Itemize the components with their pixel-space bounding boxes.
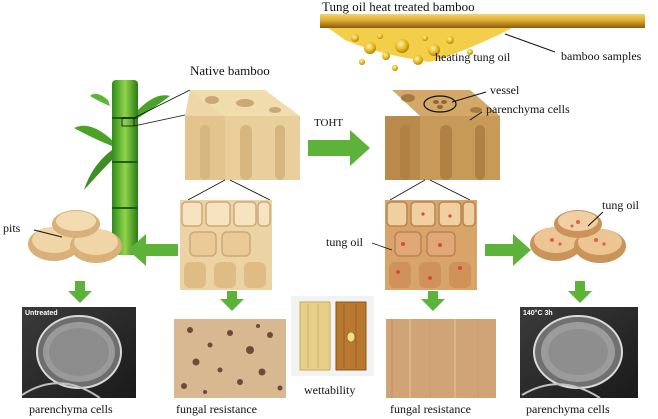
native-bamboo-block (185, 90, 300, 180)
label-bamboo-samples: bamboo samples (561, 49, 642, 63)
pit-cells-oil (530, 210, 626, 263)
fungal-image-treated (386, 319, 496, 398)
green-arrow-icon (128, 234, 178, 266)
green-arrow-icon (220, 291, 244, 311)
treated-cell-block (385, 200, 477, 290)
caption-parenchyma-right: parenchyma cells (526, 402, 610, 416)
green-arrow-icon (485, 234, 531, 266)
label-vessel: vessel (490, 83, 520, 97)
diagram-title: Tung oil heat treated bamboo (322, 0, 475, 14)
caption-wettability: wettability (304, 383, 356, 397)
sem-tag-treated: 140°C 3h (523, 310, 553, 317)
fungal-image-native (174, 319, 286, 398)
label-toht: TOHT (314, 117, 344, 129)
caption-fungal-left: fungal resistance (176, 402, 257, 416)
caption-fungal-right: fungal resistance (390, 402, 471, 416)
green-arrow-icon (421, 291, 445, 311)
sem-image-treated (520, 307, 638, 399)
green-arrow-icon (68, 281, 92, 303)
native-cell-block (180, 200, 272, 290)
label-heating-tung-oil: heating tung oil (435, 50, 511, 64)
sem-image-untreated (21, 307, 136, 399)
label-pits: pits (3, 221, 21, 235)
wettability-image (291, 296, 374, 376)
label-tung-oil-right: tung oil (602, 198, 640, 212)
green-arrow-icon (308, 130, 370, 166)
sem-tag-untreated: Untreated (25, 310, 58, 317)
bamboo-sample-plank (320, 14, 645, 28)
caption-parenchyma-left: parenchyma cells (29, 402, 113, 416)
label-native-bamboo: Native bamboo (190, 63, 270, 78)
label-tung-oil-center: tung oil (326, 235, 364, 249)
pit-cells-native (28, 210, 122, 263)
label-parenchyma-cells-top: parenchyma cells (486, 102, 570, 116)
oil-droplets-icon (320, 14, 645, 71)
treated-bamboo-block (385, 90, 500, 180)
green-arrow-icon (568, 281, 592, 303)
